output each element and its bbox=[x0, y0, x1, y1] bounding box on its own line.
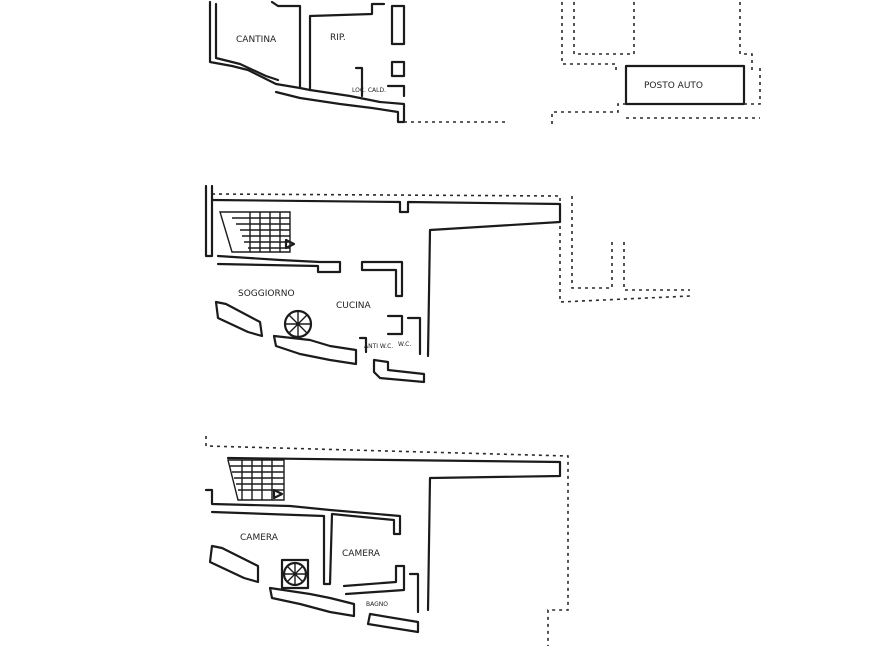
ground-wc-box bbox=[386, 314, 404, 336]
first-dashed-outline bbox=[205, 436, 569, 646]
ground-kitchen-wall bbox=[360, 260, 404, 298]
label-soggiorno: SOGGIORNO bbox=[238, 289, 295, 299]
first-bottom-wall bbox=[268, 586, 356, 618]
first-floor-plan: CAMERA CAMERA BAGNO bbox=[204, 436, 569, 646]
ground-wc-right bbox=[406, 316, 422, 356]
rip-walls bbox=[298, 2, 386, 92]
ground-bottom-wall bbox=[272, 334, 358, 366]
first-bath-right bbox=[408, 572, 420, 614]
first-left-block bbox=[208, 544, 260, 584]
ground-dashed-outline bbox=[211, 193, 691, 303]
label-posto-auto: POSTO AUTO bbox=[644, 81, 703, 91]
first-stair-arrow bbox=[272, 488, 284, 500]
first-spiral-stair-treads bbox=[284, 563, 306, 585]
cantina-inner-wall bbox=[214, 2, 280, 82]
first-top-wall bbox=[226, 456, 562, 612]
first-stair-steps bbox=[230, 460, 284, 500]
label-wc: W.C. bbox=[398, 341, 411, 348]
label-cantina: CANTINA bbox=[236, 35, 277, 45]
label-bagno: BAGNO bbox=[366, 601, 388, 608]
parking-dashed-4 bbox=[551, 103, 626, 124]
ground-left-block bbox=[214, 300, 264, 338]
cantina-walls bbox=[208, 0, 302, 90]
ground-dashed-inner bbox=[571, 196, 613, 289]
ground-left-wall bbox=[204, 184, 214, 258]
ground-wc-bottom bbox=[372, 358, 426, 384]
pillar-2 bbox=[390, 60, 406, 78]
label-camera-2: CAMERA bbox=[342, 549, 381, 559]
ground-floor-plan: SOGGIORNO CUCINA ANTI W.C. W.C. bbox=[204, 184, 691, 384]
parking-dashed-3 bbox=[739, 2, 753, 70]
first-bath-wall bbox=[342, 564, 406, 596]
label-camera-1: CAMERA bbox=[240, 533, 279, 543]
loc-cald-wall bbox=[354, 66, 364, 98]
ground-stair-steps bbox=[232, 212, 290, 252]
pillar-1 bbox=[390, 4, 406, 46]
ground-dashed-right bbox=[623, 242, 690, 291]
label-anti-wc: ANTI W.C. bbox=[364, 343, 393, 350]
ground-stair-box bbox=[219, 211, 291, 253]
parking-dashed-1 bbox=[573, 2, 635, 55]
ground-stair-arrow bbox=[284, 238, 296, 250]
basement-plan: CANTINA RIP. LOC. CALD. POSTO AUTO bbox=[208, 0, 761, 124]
ground-wc-wall bbox=[358, 336, 368, 354]
label-loc-cald: LOC. CALD. bbox=[352, 87, 386, 94]
label-cucina: CUCINA bbox=[336, 301, 372, 311]
first-spiral-stair-box bbox=[280, 558, 310, 590]
first-stair-box bbox=[227, 459, 285, 501]
first-mid-wall bbox=[204, 488, 402, 586]
ground-mid-wall bbox=[216, 254, 342, 274]
ground-spiral-stair-treads bbox=[285, 311, 311, 337]
basement-bottom-wall bbox=[274, 88, 406, 124]
label-rip: RIP. bbox=[330, 33, 346, 43]
ground-top-wall bbox=[210, 198, 562, 358]
parking-dashed-6 bbox=[744, 68, 761, 105]
parking-dashed-2 bbox=[561, 2, 617, 70]
first-bath-bottom bbox=[366, 612, 420, 634]
loc-cald-corner bbox=[386, 84, 406, 98]
